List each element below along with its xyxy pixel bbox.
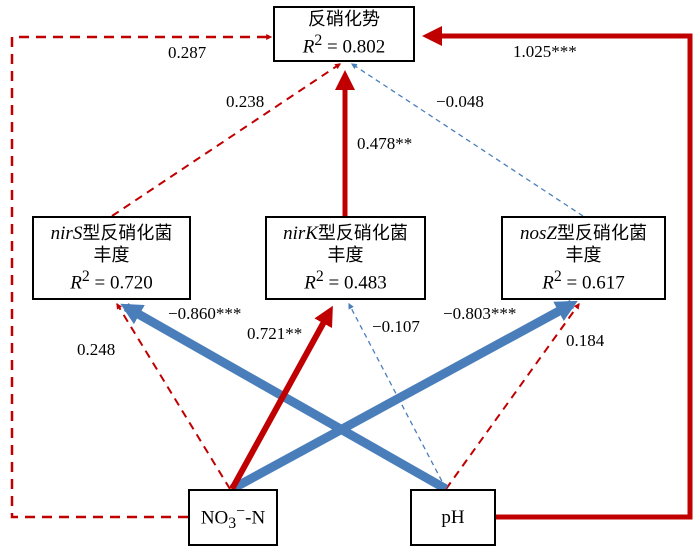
nitrate-nitrogen-box: NO3−-N — [188, 489, 278, 546]
arrow-no3-to-nosz — [229, 300, 578, 493]
coef-no3-to-potential: 0.287 — [168, 43, 207, 62]
coef-no3-to-nirk: 0.721** — [247, 324, 303, 343]
nosz-abundance-box: nosZ型反硝化菌 丰度 R2 = 0.617 — [501, 216, 666, 300]
ph-box: pH — [410, 489, 496, 546]
arrow-ph-to-nirs — [120, 303, 449, 493]
node-name-line2: 丰度 — [565, 244, 602, 266]
coef-nirk-to-potential: 0.478** — [357, 134, 413, 153]
coef-ph-to-nirs: −0.860*** — [168, 304, 242, 323]
node-name: nirK型反硝化菌 — [283, 222, 408, 244]
arrow-ph-to-nosz — [445, 303, 580, 490]
node-name: 反硝化势 — [308, 9, 380, 31]
node-name: nirS型反硝化菌 — [50, 222, 173, 244]
nirs-abundance-box: nirS型反硝化菌 丰度 R2 = 0.720 — [32, 216, 191, 300]
coef-nirs-to-potential: 0.238 — [226, 92, 265, 111]
node-name: pH — [441, 506, 465, 528]
node-name: nosZ型反硝化菌 — [520, 222, 647, 244]
arrow-ph-to-potential — [422, 26, 693, 520]
arrow-nirs-to-potential — [111, 63, 341, 217]
node-name-line2: 丰度 — [93, 244, 130, 266]
coef-ph-to-potential: 1.025*** — [513, 42, 577, 61]
arrow-no3-to-potential — [10, 34, 273, 519]
nirk-abundance-box: nirK型反硝化菌 丰度 R2 = 0.483 — [265, 216, 426, 300]
node-name: NO3−-N — [200, 502, 266, 532]
coef-no3-to-nosz: −0.803*** — [443, 304, 517, 323]
arrow-ph-to-nirk — [348, 302, 447, 490]
r2-label: R2 = 0.802 — [302, 32, 386, 58]
denitrification-potential-box: 反硝化势 R2 = 0.802 — [273, 6, 415, 62]
coef-ph-to-nirk: −0.107 — [372, 317, 420, 336]
r2-label: R2 = 0.617 — [542, 267, 625, 294]
arrow-nosz-to-potential — [350, 63, 584, 217]
coef-nosz-to-potential: −0.048 — [436, 92, 484, 111]
arrow-no3-to-nirk — [229, 305, 333, 491]
coef-no3-to-nirs: 0.248 — [77, 340, 116, 359]
r2-label: R2 = 0.483 — [304, 267, 387, 294]
node-name-line2: 丰度 — [327, 244, 364, 266]
coef-ph-to-nosz: 0.184 — [566, 331, 605, 350]
r2-label: R2 = 0.720 — [70, 267, 153, 294]
